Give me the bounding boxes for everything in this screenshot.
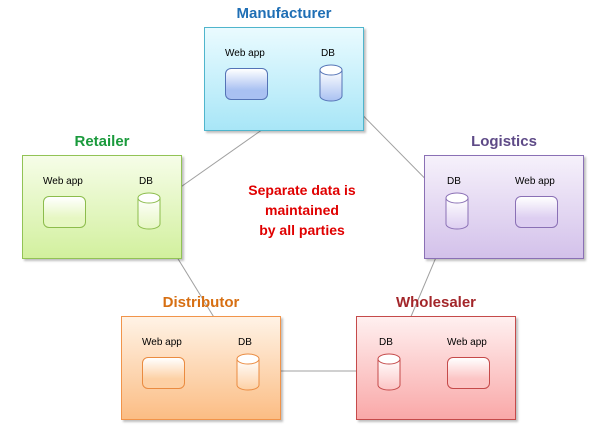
- web-app-node[interactable]: [447, 357, 490, 389]
- wholesaler-title: Wholesaler: [395, 294, 477, 311]
- separate-data-note: Separate data is maintained by all parti…: [232, 180, 372, 240]
- database-icon[interactable]: [445, 192, 469, 230]
- database-icon[interactable]: [236, 353, 260, 391]
- web-app-label: Web app: [43, 176, 83, 187]
- manufacturer-title: Manufacturer: [236, 5, 332, 22]
- db-label: DB: [139, 176, 153, 187]
- db-label: DB: [321, 48, 335, 59]
- wholesaler-box: Web app DB: [356, 316, 516, 420]
- web-app-label: Web app: [225, 48, 265, 59]
- web-app-node[interactable]: [142, 357, 185, 389]
- web-app-node[interactable]: [43, 196, 86, 228]
- manufacturer-box: Web app DB: [204, 27, 364, 131]
- retailer-title: Retailer: [74, 133, 130, 150]
- logistics-title: Logistics: [471, 133, 537, 150]
- web-app-label: Web app: [142, 337, 182, 348]
- note-line-2: maintained: [265, 202, 339, 218]
- db-label: DB: [238, 337, 252, 348]
- distributor-box: Web app DB: [121, 316, 281, 420]
- database-icon[interactable]: [137, 192, 161, 230]
- database-icon[interactable]: [377, 353, 401, 391]
- db-label: DB: [379, 337, 393, 348]
- note-line-3: by all parties: [259, 222, 345, 238]
- web-app-node[interactable]: [225, 68, 268, 100]
- db-label: DB: [447, 176, 461, 187]
- web-app-label: Web app: [447, 337, 487, 348]
- web-app-node[interactable]: [515, 196, 558, 228]
- note-line-1: Separate data is: [248, 182, 356, 198]
- web-app-label: Web app: [515, 176, 555, 187]
- retailer-box: Web app DB: [22, 155, 182, 259]
- logistics-box: Web app DB: [424, 155, 584, 259]
- database-icon[interactable]: [319, 64, 343, 102]
- distributor-title: Distributor: [162, 294, 240, 311]
